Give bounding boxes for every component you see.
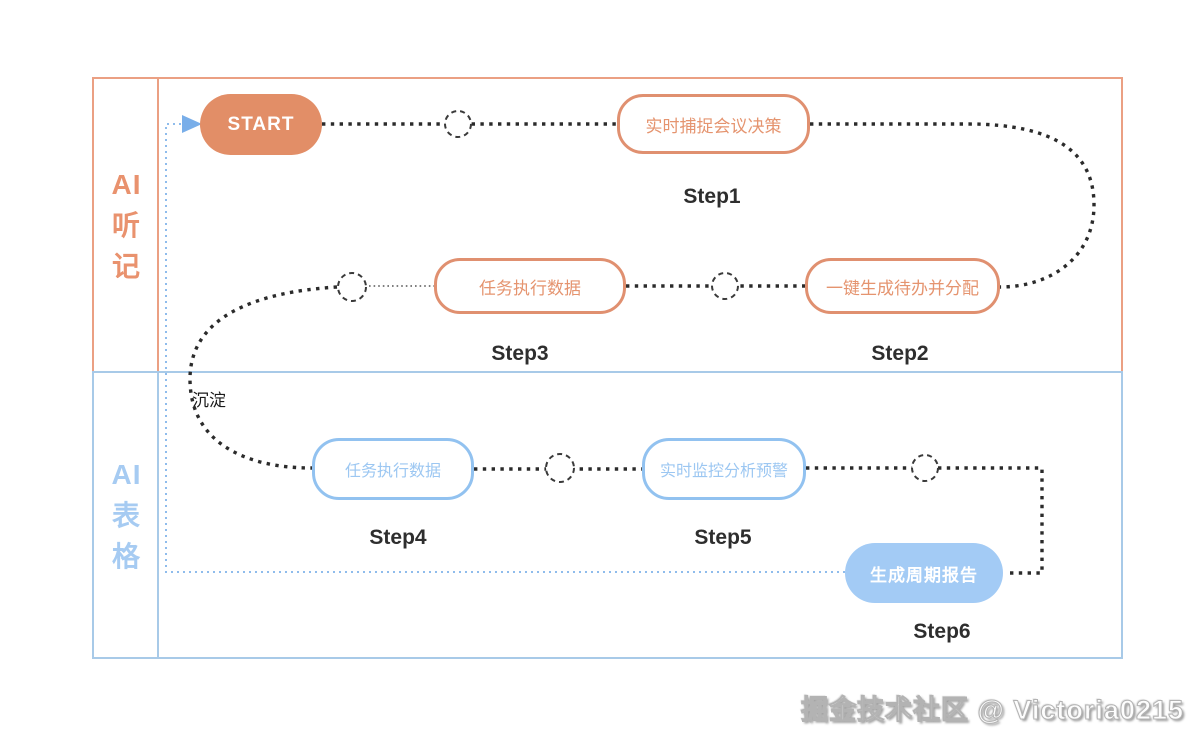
return-arrowhead-icon <box>182 115 202 133</box>
step3-caption: Step3 <box>491 342 549 365</box>
waypoint-circle-2 <box>711 272 739 300</box>
sediment-annotation: 沉淀 <box>192 391 226 410</box>
step4-node: 任务执行数据 <box>312 438 474 500</box>
step5-caption: Step5 <box>694 526 752 549</box>
watermark-text: 掘金技术社区 @ Victoria0215 <box>801 695 1184 726</box>
waypoint-circle-3 <box>337 272 367 302</box>
step6-caption: Step6 <box>913 620 971 643</box>
waypoint-circle-5 <box>911 454 939 482</box>
lane-label-line: AI <box>111 458 142 490</box>
step6-node: 生成周期报告 <box>845 543 1003 603</box>
step2-node: 一键生成待办并分配 <box>805 258 1000 314</box>
lane-label-divider <box>157 373 159 657</box>
lane-ai-notes: AI 听 记 <box>92 77 1123 371</box>
step2-caption: Step2 <box>871 342 929 365</box>
lane-ai-notes-label: AI 听 记 <box>94 79 159 371</box>
step1-node: 实时捕捉会议决策 <box>617 94 810 154</box>
lane-label-line: 听 <box>111 209 141 241</box>
wire-step3-to-step4-curve <box>188 285 338 470</box>
step1-caption: Step1 <box>683 185 741 208</box>
step4-caption: Step4 <box>369 526 427 549</box>
lane-label-line: 表 <box>111 499 141 531</box>
wire-step1-to-step2-curve <box>810 122 1096 289</box>
lane-label-line: 格 <box>111 540 141 572</box>
step5-node: 实时监控分析预警 <box>642 438 806 500</box>
waypoint-circle-4 <box>545 453 575 483</box>
lane-label-line: AI <box>111 168 142 200</box>
lane-label-line: 记 <box>111 250 141 282</box>
lane-label-divider <box>157 79 159 371</box>
start-node: START <box>200 94 322 155</box>
lane-ai-sheet-label: AI 表 格 <box>94 373 159 657</box>
lane-ai-sheet: AI 表 格 <box>92 371 1123 659</box>
waypoint-circle-1 <box>444 110 472 138</box>
step3-node: 任务执行数据 <box>434 258 626 314</box>
